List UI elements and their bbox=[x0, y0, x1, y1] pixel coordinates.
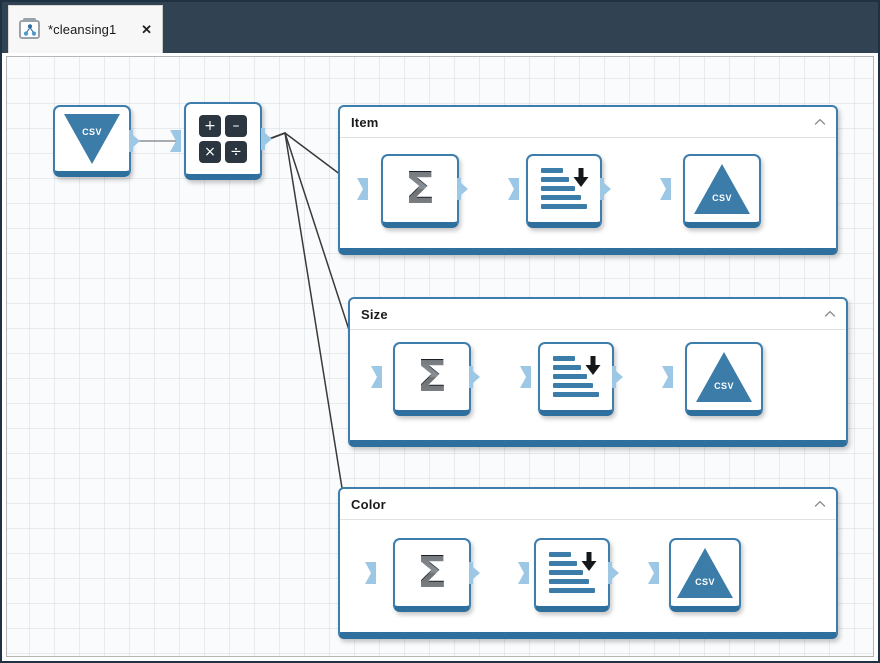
down-arrow-icon bbox=[573, 168, 589, 187]
csv-reader-label: CSV bbox=[82, 127, 102, 137]
item-csv-writer-node[interactable]: CSV bbox=[683, 154, 761, 228]
csv-up-triangle-icon: CSV bbox=[677, 548, 733, 598]
workflow-glyph bbox=[24, 24, 36, 36]
workflow-document-icon bbox=[19, 18, 41, 40]
csv-reader-node[interactable]: CSV bbox=[53, 105, 131, 177]
size-aggregate-input-port[interactable] bbox=[371, 366, 382, 388]
csv-up-triangle-icon: CSV bbox=[694, 164, 750, 214]
group-title-item: Item bbox=[351, 114, 379, 130]
calc-key-minus: – bbox=[225, 115, 247, 137]
color-aggregate-node[interactable]: Σ bbox=[393, 538, 471, 612]
csv-reader-output-port[interactable] bbox=[129, 130, 140, 152]
down-arrow-icon bbox=[585, 356, 601, 375]
item-sort-node[interactable] bbox=[526, 154, 602, 228]
item-csv-writer-label: CSV bbox=[712, 193, 732, 203]
color-sort-output-port[interactable] bbox=[608, 562, 619, 584]
workflow-canvas[interactable]: CSV + – × ÷ bbox=[7, 57, 873, 656]
color-sort-node[interactable] bbox=[534, 538, 610, 612]
color-aggregate-input-port[interactable] bbox=[365, 562, 376, 584]
calc-key-times: × bbox=[199, 141, 221, 163]
workflow-canvas-container[interactable]: CSV + – × ÷ bbox=[6, 56, 874, 657]
calc-key-divide: ÷ bbox=[225, 141, 247, 163]
sort-descending-icon bbox=[539, 166, 589, 212]
calc-key-plus: + bbox=[199, 115, 221, 137]
item-aggregate-output-port[interactable] bbox=[457, 178, 468, 200]
tab-cleansing1[interactable]: *cleansing1 ✕ bbox=[8, 5, 163, 53]
color-csv-writer-node[interactable]: CSV bbox=[669, 538, 741, 612]
size-csv-writer-label: CSV bbox=[714, 381, 734, 391]
tab-label: *cleansing1 bbox=[48, 22, 117, 37]
sigma-icon: Σ bbox=[404, 163, 436, 214]
calculator-input-port[interactable] bbox=[170, 130, 181, 152]
group-title-size: Size bbox=[361, 306, 388, 322]
size-aggregate-node[interactable]: Σ bbox=[393, 342, 471, 416]
sort-descending-icon bbox=[547, 550, 597, 596]
color-aggregate-output-port[interactable] bbox=[469, 562, 480, 584]
color-sort-input-port[interactable] bbox=[518, 562, 529, 584]
color-csv-writer-label: CSV bbox=[695, 577, 715, 587]
group-header-item: Item bbox=[340, 107, 836, 138]
color-csv-writer-input-port[interactable] bbox=[648, 562, 659, 584]
chevron-up-icon[interactable] bbox=[823, 307, 837, 321]
down-arrow-icon bbox=[581, 552, 597, 571]
group-title-color: Color bbox=[351, 496, 386, 512]
size-sort-input-port[interactable] bbox=[520, 366, 531, 388]
size-csv-writer-node[interactable]: CSV bbox=[685, 342, 763, 416]
csv-down-triangle-icon: CSV bbox=[64, 114, 120, 164]
size-sort-output-port[interactable] bbox=[612, 366, 623, 388]
item-csv-writer-input-port[interactable] bbox=[660, 178, 671, 200]
tab-bar: *cleansing1 ✕ bbox=[2, 2, 878, 53]
size-aggregate-output-port[interactable] bbox=[469, 366, 480, 388]
item-aggregate-input-port[interactable] bbox=[357, 178, 368, 200]
chevron-up-icon[interactable] bbox=[813, 115, 827, 129]
sigma-icon: Σ bbox=[416, 351, 448, 402]
calculator-icon: + – × ÷ bbox=[199, 115, 247, 163]
csv-up-triangle-icon: CSV bbox=[696, 352, 752, 402]
group-header-color: Color bbox=[340, 489, 836, 520]
calculator-node[interactable]: + – × ÷ bbox=[184, 102, 262, 180]
chevron-up-icon[interactable] bbox=[813, 497, 827, 511]
sigma-icon: Σ bbox=[416, 547, 448, 598]
item-aggregate-node[interactable]: Σ bbox=[381, 154, 459, 228]
tab-close-icon[interactable]: ✕ bbox=[141, 22, 152, 37]
group-header-size: Size bbox=[350, 299, 846, 330]
size-sort-node[interactable] bbox=[538, 342, 614, 416]
size-csv-writer-input-port[interactable] bbox=[662, 366, 673, 388]
sort-descending-icon bbox=[551, 354, 601, 400]
item-sort-output-port[interactable] bbox=[600, 178, 611, 200]
item-sort-input-port[interactable] bbox=[508, 178, 519, 200]
calculator-output-port[interactable] bbox=[261, 128, 272, 150]
